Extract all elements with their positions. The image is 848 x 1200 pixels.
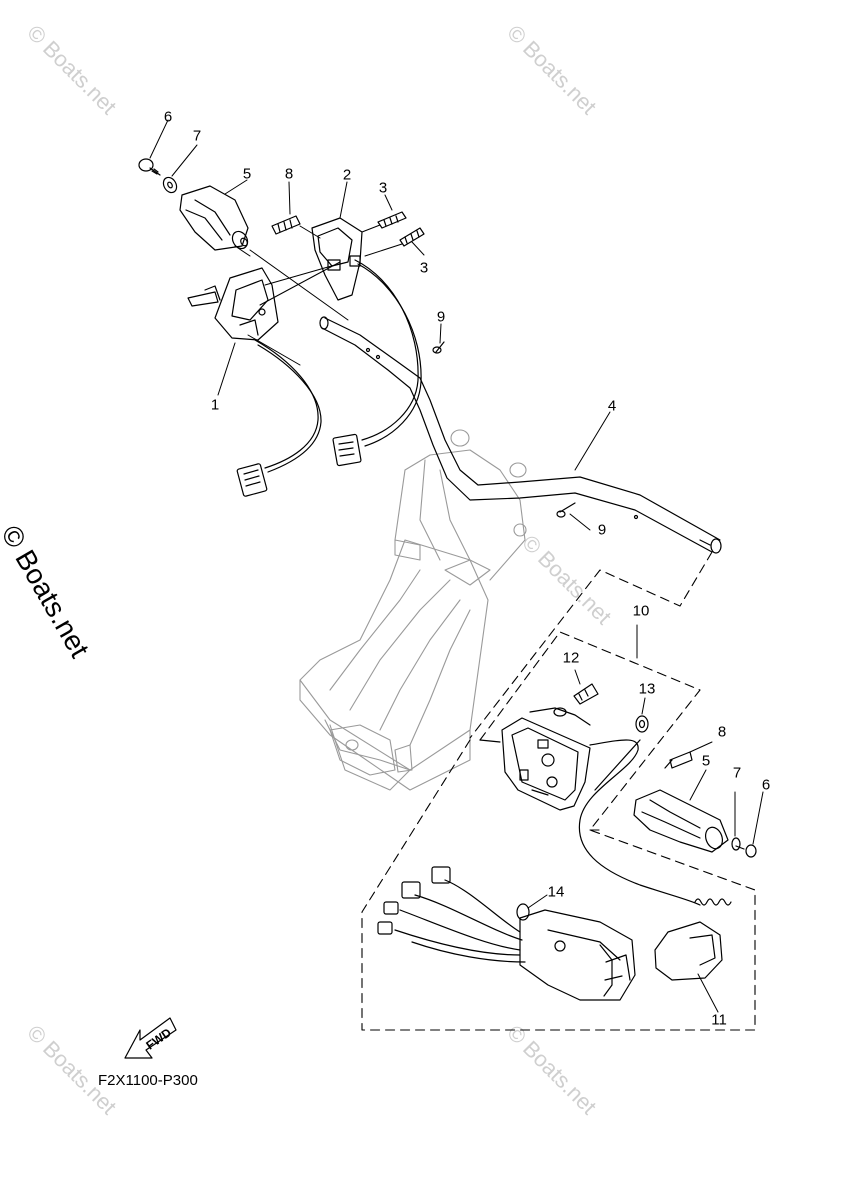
callout-8-left: 8 [284,165,294,183]
callout-10: 10 [632,602,650,620]
callout-9-lower: 9 [597,521,607,539]
leader-lines [149,119,611,531]
fwd-arrow [124,1017,177,1059]
callout-12: 12 [562,649,580,667]
callout-4: 4 [607,397,617,415]
screws-3 [377,211,425,247]
callout-8-right: 8 [717,723,727,741]
callout-6-right: 6 [761,776,771,794]
callout-14: 14 [547,883,565,901]
left-grip [138,158,301,251]
callout-7-right: 7 [732,764,742,782]
wire-harness [377,866,636,1001]
diagram-code: F2X1100-P300 [98,1072,198,1089]
callout-11: 11 [711,1011,727,1029]
callout-9-upper: 9 [436,308,446,326]
steering-column [299,429,527,791]
right-grip [633,741,764,858]
callout-3-upper: 3 [378,179,388,197]
callout-3-lower: 3 [419,259,429,277]
switch-cover [311,217,422,467]
lanyard-switch [654,921,723,1013]
callout-13: 13 [638,680,656,698]
callout-6-left: 6 [163,108,173,126]
callout-1: 1 [210,396,220,414]
handlebar [319,316,722,554]
bolts-9 [432,341,576,518]
callout-7-left: 7 [192,127,202,145]
left-switch-assembly [187,267,322,497]
callout-2: 2 [342,166,352,184]
right-switch-box [479,669,732,906]
callout-5-right: 5 [701,752,711,770]
callout-5-left: 5 [242,165,252,183]
assembly-10-boundary [361,551,756,1031]
